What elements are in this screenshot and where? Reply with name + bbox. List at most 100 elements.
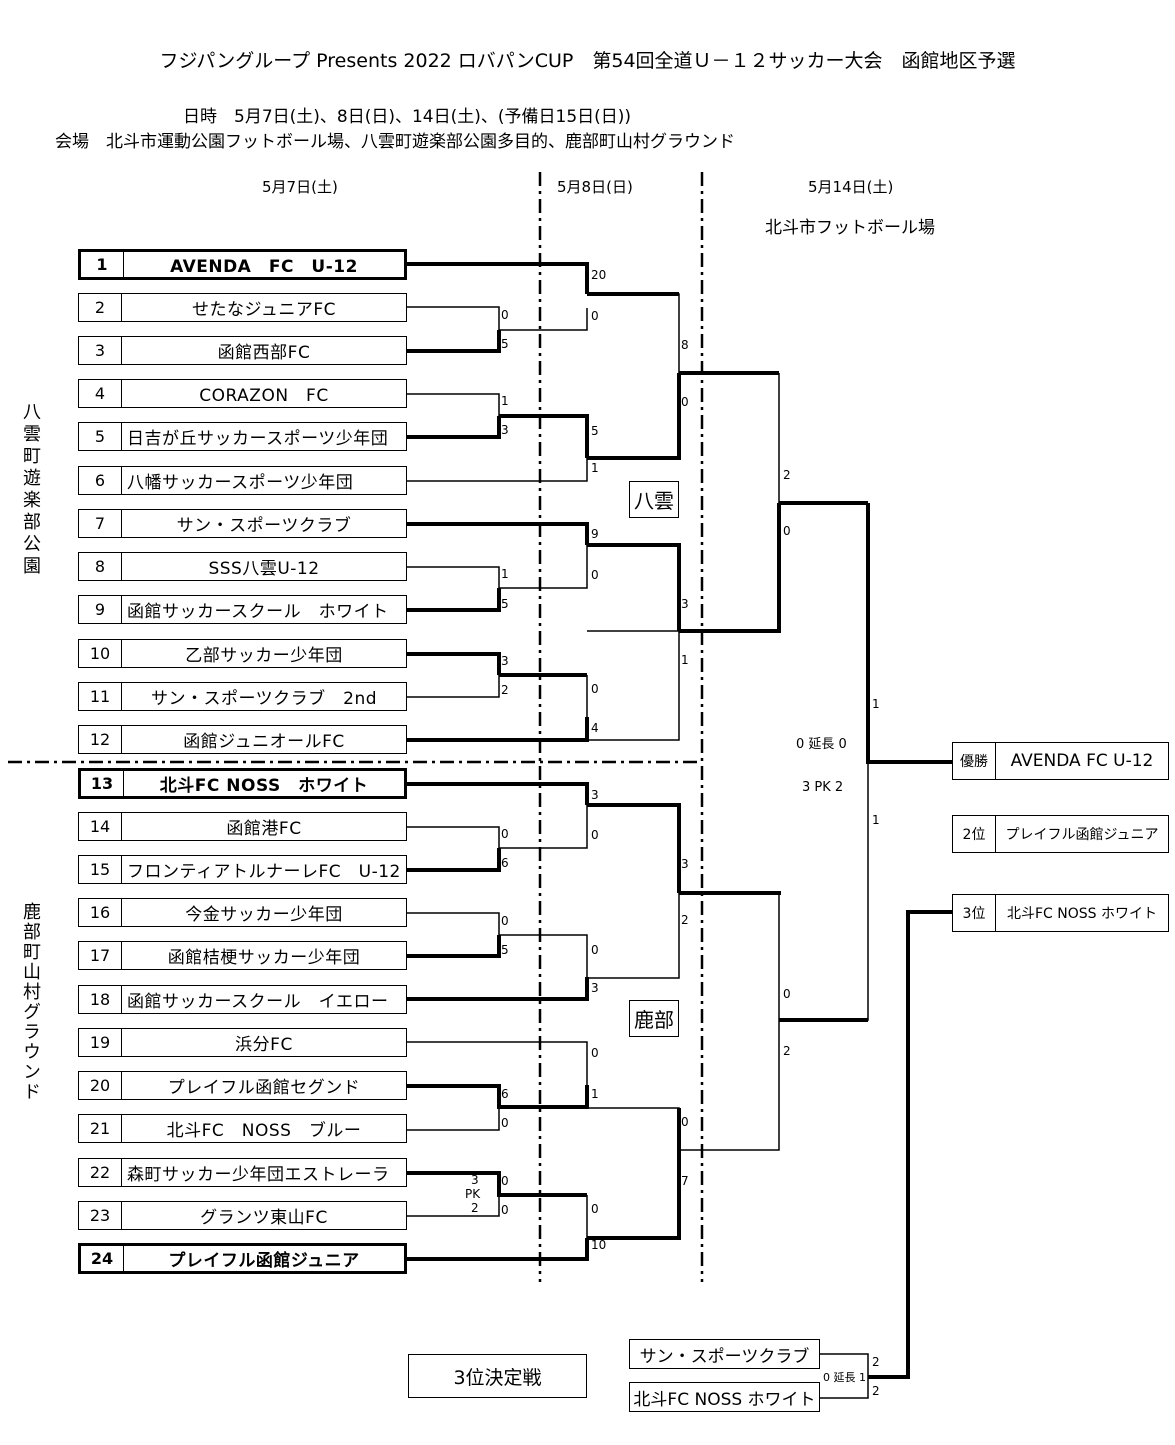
team-row: 7 サン・スポーツクラブ — [78, 509, 407, 538]
score-label: 6 — [501, 1087, 509, 1101]
team-row: 3 函館西部FC — [78, 336, 407, 365]
team-name: サン・スポーツクラブ — [176, 516, 352, 536]
score-label: 2 — [783, 1044, 791, 1058]
score-label: 1 — [591, 461, 599, 475]
team-row: 2 せたなジュニアFC — [78, 293, 407, 322]
team-name: 函館サッカースクール イエロー — [127, 992, 389, 1012]
team-name: サン・スポーツクラブ 2nd — [150, 689, 378, 709]
team-name: 函館西部FC — [217, 343, 311, 363]
result-champion-label: 優勝 — [953, 743, 996, 779]
result-third-team: 北斗FC NOSS ホワイト — [1007, 906, 1157, 922]
team-number: 3 — [79, 337, 122, 364]
side-label-yakumo: 八雲町遊楽部公園 — [18, 402, 42, 585]
pk-label: PK — [465, 1187, 481, 1201]
team-name: 函館桔梗サッカー少年団 — [167, 948, 361, 968]
team-row: 11 サン・スポーツクラブ 2nd — [78, 682, 407, 711]
team-name: フロンティアトルナーレFC U-12 — [127, 862, 401, 882]
team-name: 日吉が丘サッカースポーツ少年団 — [127, 429, 389, 449]
score-label: 0 — [591, 682, 599, 696]
score-label: 1 — [501, 394, 509, 408]
score-label: 3 — [591, 981, 599, 995]
team-number: 14 — [79, 813, 122, 840]
date-day3: 5月14日(土) — [808, 178, 894, 196]
score-label: 0 — [501, 1116, 509, 1130]
team-number: 11 — [79, 683, 122, 710]
team-name: 函館ジュニオールFC — [183, 732, 345, 752]
team-name: プレイフル函館セグンド — [167, 1078, 361, 1098]
third-place-score1: 2 — [872, 1355, 880, 1369]
team-number: 2 — [79, 294, 122, 321]
team-number: 4 — [79, 380, 122, 407]
score-label: 3 — [591, 788, 599, 802]
team-name: 北斗FC NOSS ブルー — [166, 1121, 362, 1141]
final-place: 北斗市フットボール場 — [765, 218, 935, 238]
result-third-label: 3位 — [953, 895, 996, 931]
score-label: 5 — [501, 597, 509, 611]
venue-box-yakumo: 八雲 — [629, 481, 679, 518]
team-name: せたなジュニアFC — [192, 300, 336, 320]
team-number: 7 — [79, 510, 122, 537]
score-label: 0 — [783, 987, 791, 1001]
score-label: 0 — [681, 1115, 689, 1129]
venue-box-shikabe: 鹿部 — [629, 1000, 679, 1037]
team-name: 今金サッカー少年団 — [185, 905, 343, 925]
score-label: 3 — [681, 597, 689, 611]
result-second-team: プレイフル函館ジュニア — [1005, 827, 1159, 843]
score-label: 1 — [501, 567, 509, 581]
date-day2: 5月8日(日) — [557, 178, 633, 196]
result-second: 2位 プレイフル函館ジュニア — [952, 815, 1169, 853]
score-label: 8 — [681, 338, 689, 352]
score-label: 0 — [591, 568, 599, 582]
score-label: 0 — [591, 1046, 599, 1060]
team-number: 5 — [79, 423, 122, 450]
team-number: 16 — [79, 899, 122, 926]
score-label: 2 — [681, 913, 689, 927]
score-label: 0 — [591, 828, 599, 842]
result-champion-team: AVENDA FC U-12 — [1010, 751, 1154, 771]
team-name: 北斗FC NOSS ホワイト — [159, 776, 369, 796]
team-number: 9 — [79, 596, 122, 623]
score-label: 5 — [591, 424, 599, 438]
score-label: 20 — [591, 268, 607, 282]
score-label: 9 — [591, 527, 599, 541]
third-place-team1: サン・スポーツクラブ — [629, 1339, 820, 1369]
result-third: 3位 北斗FC NOSS ホワイト — [952, 894, 1169, 932]
score-label: 4 — [591, 721, 599, 735]
team-number: 17 — [79, 942, 122, 969]
third-place-extra: 0 延長 1 — [823, 1371, 866, 1384]
side-label-yakumo-text: 八雲町遊楽部公園 — [20, 402, 41, 578]
team-name: 森町サッカー少年団エストレーラ — [127, 1165, 390, 1185]
score-label: 0 — [591, 309, 599, 323]
result-second-label: 2位 — [953, 816, 996, 852]
team-name: グランツ東山FC — [200, 1208, 328, 1228]
team-name: プレイフル函館ジュニア — [168, 1251, 360, 1271]
team-name: 乙部サッカー少年団 — [185, 646, 343, 666]
pk-score-bottom: 2 — [471, 1201, 479, 1215]
team-name: AVENDA FC U-12 — [170, 257, 358, 277]
final-extra-note: 0 延長 0 — [796, 737, 847, 752]
team-number: 15 — [79, 856, 122, 883]
pk-score-top: 3 — [471, 1173, 479, 1187]
score-label: 5 — [501, 943, 509, 957]
score-label: 5 — [501, 337, 509, 351]
team-number: 6 — [79, 467, 122, 494]
third-place-score2: 2 — [872, 1384, 880, 1398]
score-label: 1 — [591, 1087, 599, 1101]
side-label-shikabe: 鹿部町山村グラウンド — [18, 902, 42, 1109]
score-label: 3 — [501, 423, 509, 437]
side-label-shikabe-text: 鹿部町山村グラウンド — [20, 902, 41, 1102]
score-label: 10 — [591, 1238, 607, 1252]
score-label: 0 — [783, 524, 791, 538]
